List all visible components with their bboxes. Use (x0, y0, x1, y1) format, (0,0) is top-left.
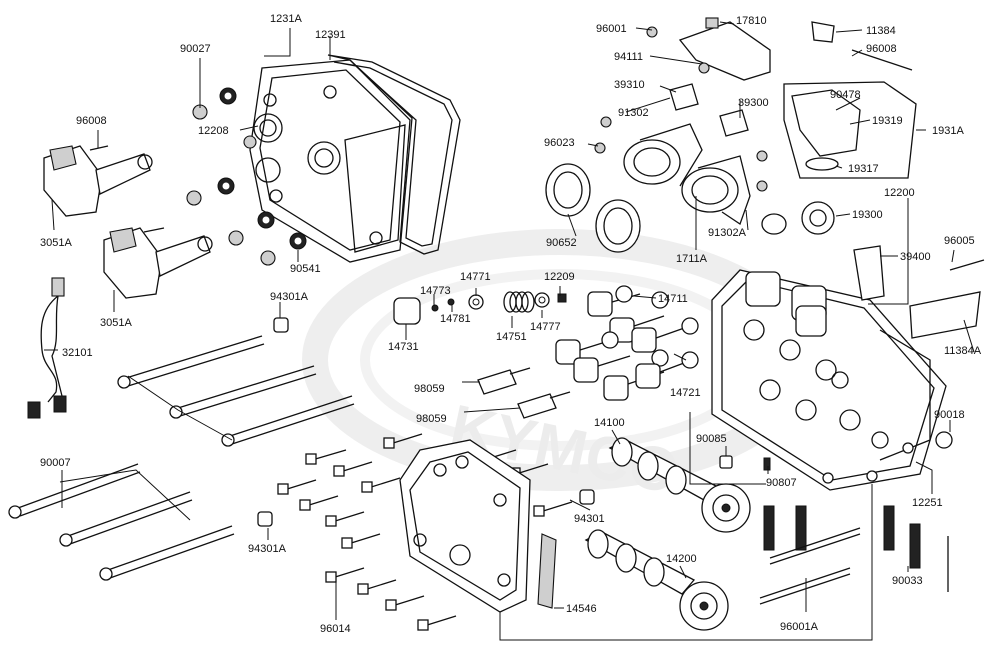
intake-manifolds (545, 123, 787, 253)
callout-17810: 17810 (736, 15, 767, 27)
ignition-coil-lower (103, 227, 213, 299)
callout-98059-top: 98059 (414, 383, 445, 395)
callout-19300: 19300 (852, 209, 883, 221)
callout-12391: 12391 (315, 29, 346, 41)
callout-94301A-bottom: 94301A (248, 543, 287, 555)
callout-90033: 90033 (892, 575, 923, 587)
callout-labels: 1231A 12391 90027 12208 96008 3051A 3051… (40, 13, 982, 635)
valve-train (393, 285, 699, 401)
callout-94301: 94301 (574, 513, 605, 525)
long-bolts-lower (8, 463, 235, 581)
cover-gasket (327, 54, 461, 255)
callout-3051A-top: 3051A (40, 237, 72, 249)
callout-90541: 90541 (290, 263, 321, 275)
callout-12208: 12208 (198, 125, 229, 137)
callout-90007: 90007 (40, 457, 71, 469)
callout-12200: 12200 (884, 187, 915, 199)
callout-90478: 90478 (830, 89, 861, 101)
camshaft-14100 (608, 437, 751, 533)
callout-14771: 14771 (460, 271, 491, 283)
camshaft-holder (399, 439, 531, 613)
callout-1931A: 1931A (932, 125, 964, 137)
callout-14100: 14100 (594, 417, 625, 429)
callout-14751: 14751 (496, 331, 527, 343)
callout-90807: 90807 (766, 477, 797, 489)
callout-96014: 96014 (320, 623, 351, 635)
coil-bolt-1 (89, 145, 109, 151)
thermostat-housing (783, 21, 985, 449)
callout-3051A-bottom: 3051A (100, 317, 132, 329)
callout-90085: 90085 (696, 433, 727, 445)
callout-91302: 91302 (618, 107, 649, 119)
callout-14777: 14777 (530, 321, 561, 333)
callout-96005: 96005 (944, 235, 975, 247)
callout-90027: 90027 (180, 43, 211, 55)
callout-12209: 12209 (544, 271, 575, 283)
callout-11384A: 11384A (944, 345, 982, 357)
callout-12251: 12251 (912, 497, 943, 509)
callout-39300: 39300 (738, 97, 769, 109)
dowel-pin-top (273, 317, 289, 333)
callout-96001: 96001 (596, 23, 627, 35)
callout-14773: 14773 (420, 285, 451, 297)
callout-94111: 94111 (614, 51, 643, 63)
callout-96008-left: 96008 (76, 115, 107, 127)
callout-39400: 39400 (900, 251, 931, 263)
cylinder-head (711, 269, 947, 491)
wire-harness (27, 277, 67, 419)
callout-14200: 14200 (666, 553, 697, 565)
callout-96001A: 96001A (780, 621, 819, 633)
callout-14781: 14781 (440, 313, 471, 325)
callout-90652: 90652 (546, 237, 577, 249)
long-bolts-upper (117, 335, 355, 447)
callout-39310: 39310 (614, 79, 645, 91)
ignition-coil-upper (43, 145, 153, 217)
callout-90018: 90018 (934, 409, 965, 421)
misc-hardware (579, 455, 949, 605)
callout-94301A-top: 94301A (270, 291, 309, 303)
spark-plugs (477, 367, 571, 419)
dowel-pin-bottom (257, 511, 273, 527)
callout-14711: 14711 (658, 293, 688, 305)
callout-96008-right: 96008 (866, 43, 897, 55)
callout-14731: 14731 (388, 341, 419, 353)
leader-lines (44, 21, 975, 641)
callout-14546: 14546 (566, 603, 597, 615)
callout-32101: 32101 (62, 347, 93, 359)
callout-96023: 96023 (544, 137, 575, 149)
callout-91302A: 91302A (708, 227, 747, 239)
cylinder-head-cover (249, 59, 413, 263)
callout-19319: 19319 (872, 115, 903, 127)
callout-1231A: 1231A (270, 13, 302, 25)
camshaft-14200 (584, 529, 729, 631)
callout-14721: 14721 (670, 387, 701, 399)
coil-bolt-2 (143, 227, 165, 233)
callout-19317: 19317 (848, 163, 879, 175)
callout-11384: 11384 (866, 25, 896, 37)
callout-98059-bottom: 98059 (416, 413, 447, 425)
fuel-rail-injectors (594, 17, 771, 192)
grommets (186, 87, 307, 266)
cover-gasket-inner (333, 61, 453, 247)
chain-guide (537, 533, 557, 609)
callout-1711A: 1711A (676, 253, 708, 265)
